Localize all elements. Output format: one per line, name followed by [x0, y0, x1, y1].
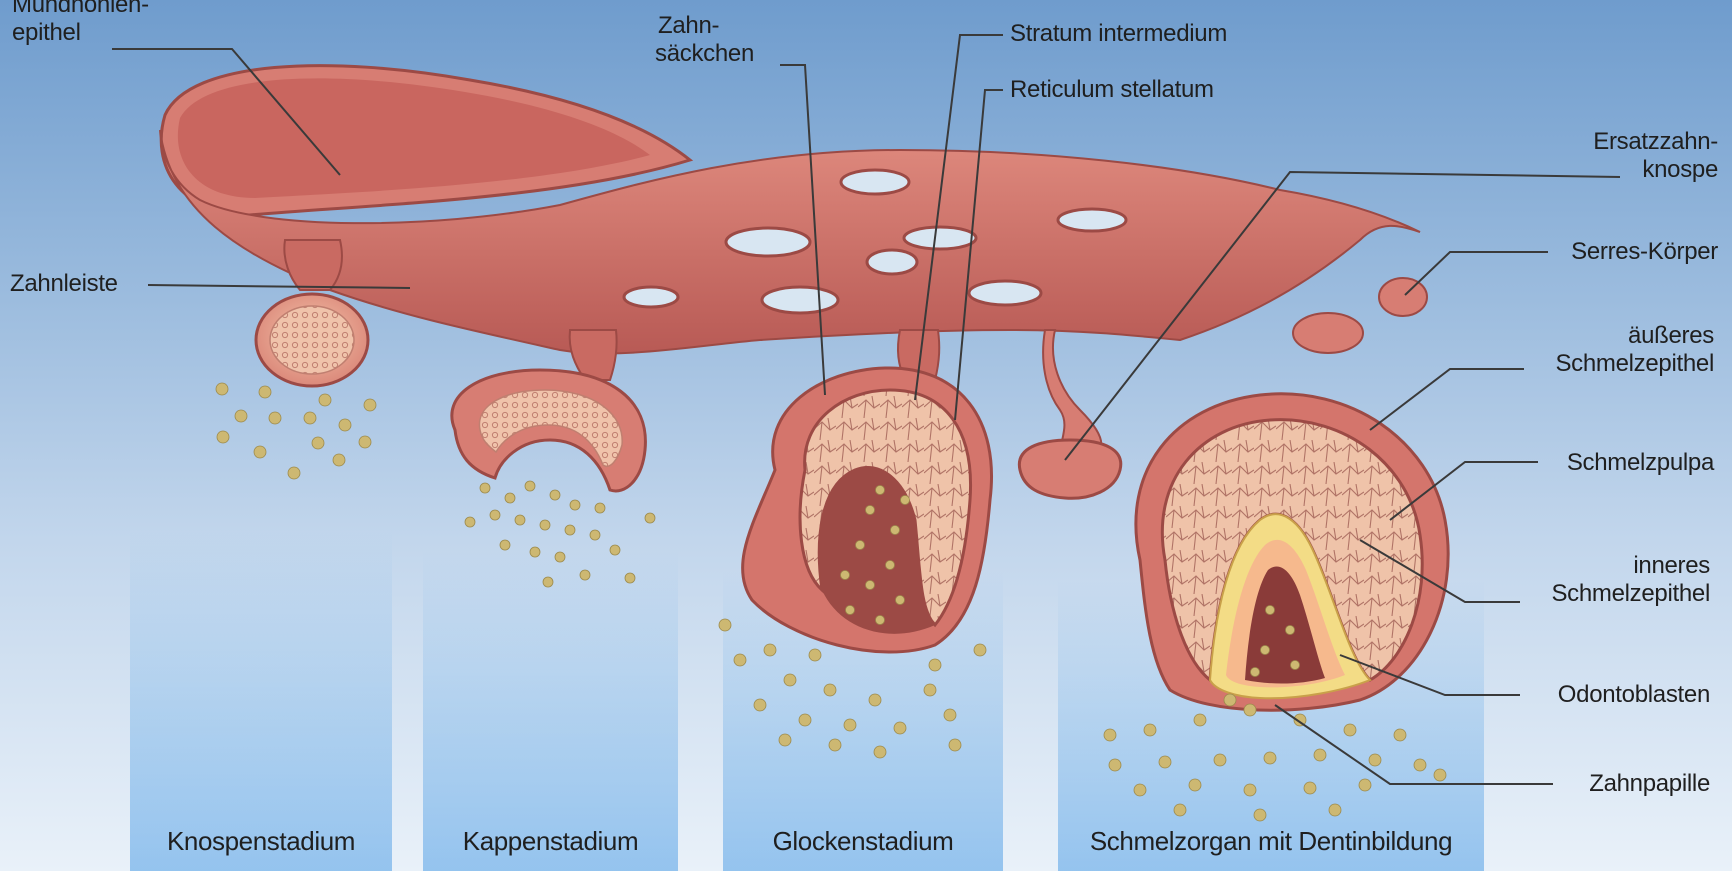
stage-knospenstadium: Knospenstadium	[130, 826, 392, 857]
label-zahnleiste: Zahnleiste	[10, 270, 118, 298]
label-aeusseres-schmelzepithel: äußeres Schmelzepithel	[1555, 322, 1714, 378]
label-mundhoehlenepithel: Mundhöhlen- epithel	[12, 0, 149, 47]
label-stratum-intermedium: Stratum intermedium	[1010, 20, 1227, 48]
stage-kappenstadium: Kappenstadium	[423, 826, 678, 857]
label-ersatzzahnknospe: Ersatzzahn- knospe	[1593, 128, 1718, 184]
label-serres-koerper: Serres-Körper	[1571, 238, 1718, 266]
label-odontoblasten: Odontoblasten	[1558, 681, 1710, 709]
label-zahnpapille: Zahnpapille	[1589, 770, 1710, 798]
label-schmelzpulpa: Schmelzpulpa	[1567, 449, 1714, 477]
bell-stage-illustration	[743, 330, 1121, 652]
stage-glockenstadium: Glockenstadium	[723, 826, 1003, 857]
label-zahnsaeckchen: Zahn- säckchen	[655, 12, 754, 68]
dentin-stage-illustration	[1136, 394, 1448, 710]
label-reticulum-stellatum: Reticulum stellatum	[1010, 76, 1214, 104]
stage-schmelzorgan-mit-dentinbildung: Schmelzorgan mit Dentinbildung	[1058, 826, 1484, 857]
cap-stage-illustration	[452, 330, 646, 491]
label-inneres-schmelzepithel: inneres Schmelzepithel	[1551, 552, 1710, 608]
